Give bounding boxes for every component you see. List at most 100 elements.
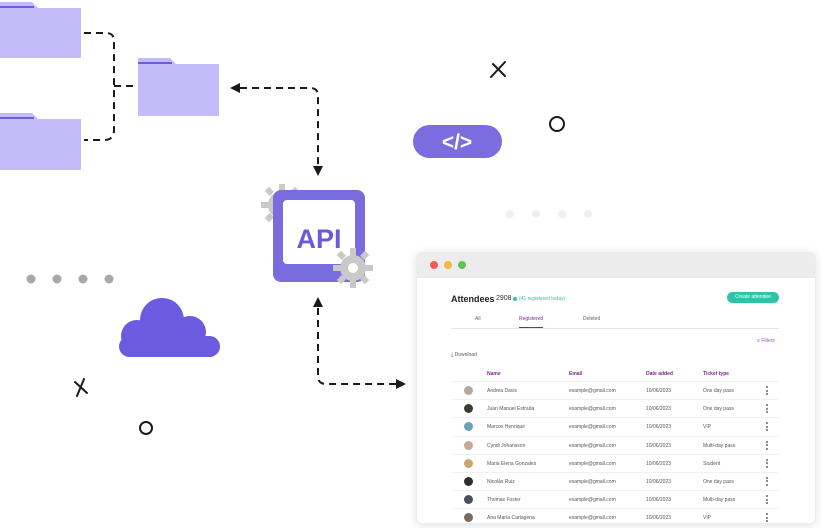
attendee-tabs: All Registered Deleted xyxy=(451,315,779,329)
table-row[interactable]: Ana María Cartagena example@gmail.com 10/0… xyxy=(452,509,779,523)
avatar xyxy=(464,513,473,523)
minimize-window-button[interactable] xyxy=(444,261,452,269)
cloud-icon xyxy=(119,298,220,357)
page-title: Attendees xyxy=(451,294,495,304)
api-block-icon: API xyxy=(261,184,373,288)
row-menu-icon[interactable] xyxy=(765,513,769,523)
attendee-date-added: 10/06/2023 xyxy=(646,442,672,449)
table-row[interactable]: Nicolás Ruiz example@gmail.com 10/06/2023 O… xyxy=(452,473,779,492)
attendee-ticket-type: Multi-day pass xyxy=(703,442,736,449)
column-header-date[interactable]: Date added xyxy=(646,371,673,377)
row-menu-icon[interactable] xyxy=(765,458,769,470)
code-badge-icon: </> xyxy=(413,125,502,158)
attendee-email: example@gmail.com xyxy=(569,442,616,449)
attendee-ticket-type: Student xyxy=(703,460,721,467)
attendee-email: example@gmail.com xyxy=(569,460,616,467)
attendee-name: Thomas Foster xyxy=(487,497,521,504)
attendee-name: Cyndi Johansson xyxy=(487,442,526,449)
filters-button[interactable]: ≡ Filters xyxy=(757,338,775,344)
column-header-name[interactable]: Name xyxy=(487,371,501,377)
row-menu-icon[interactable] xyxy=(765,386,769,397)
attendee-email: example@gmail.com xyxy=(569,406,616,413)
row-menu-icon[interactable] xyxy=(765,495,769,506)
attendee-date-added: 10/06/2023 xyxy=(646,388,672,394)
api-window-arrow xyxy=(313,297,406,389)
attendee-ticket-type: One day pass xyxy=(703,406,734,413)
api-folder-arrow xyxy=(230,83,323,176)
attendee-date-added: 10/06/2023 xyxy=(646,497,672,504)
attendee-ticket-type: VIP xyxy=(703,515,712,522)
avatar xyxy=(464,495,473,505)
attendee-name: Juan Manuel Estrada xyxy=(487,406,535,413)
code-badge-label: </> xyxy=(442,131,472,154)
table-row[interactable]: Thomas Foster example@gmail.com 10/06/2023… xyxy=(452,491,779,510)
table-row[interactable]: Cyndi Johansson example@gmail.com 10/06/20… xyxy=(452,437,779,455)
attendee-count: 2908 xyxy=(496,295,512,302)
column-header-ticket[interactable]: Ticket type xyxy=(703,371,730,377)
attendee-date-added: 10/06/2023 xyxy=(646,424,672,431)
attendees-window: Attendees 2908 (41 registered today) Cre… xyxy=(416,252,816,524)
filter-icon: ≡ xyxy=(757,338,762,344)
registered-today-badge: (41 registered today) xyxy=(513,296,565,302)
attendee-ticket-type: One day pass xyxy=(703,388,734,394)
folder-connector-lines xyxy=(84,32,136,141)
row-menu-icon[interactable] xyxy=(765,440,769,452)
attendee-date-added: 10/06/2023 xyxy=(646,406,672,413)
table-header: Name Email Date added Ticket type xyxy=(452,367,779,382)
window-titlebar xyxy=(417,253,815,278)
attendee-name: Marcos Henrique xyxy=(487,424,526,431)
registered-today-text: (41 registered today) xyxy=(519,296,566,302)
folder-icon xyxy=(0,113,81,170)
download-icon: ⤓ xyxy=(451,352,455,358)
avatar xyxy=(464,422,473,432)
attendees-table: Name Email Date added Ticket type Andrea… xyxy=(452,367,779,523)
table-row[interactable]: Maria Elena Gonzales example@gmail.com 10/… xyxy=(452,455,779,473)
attendee-ticket-type: Multi-day pass xyxy=(703,497,736,504)
api-label: API xyxy=(296,224,341,254)
folder-icon xyxy=(138,58,219,116)
avatar xyxy=(464,440,473,450)
row-menu-icon[interactable] xyxy=(765,422,769,433)
decorative-cross-icon xyxy=(490,61,506,78)
decorative-circle-icon xyxy=(549,116,565,132)
filters-label: Filters xyxy=(761,338,775,344)
attendee-date-added: 10/06/2023 xyxy=(646,460,672,467)
attendee-name: Maria Elena Gonzales xyxy=(487,460,537,467)
avatar xyxy=(464,458,473,468)
tab-registered[interactable]: Registered xyxy=(519,315,544,328)
attendee-date-added: 10/06/2023 xyxy=(646,515,672,522)
attendee-email: example@gmail.com xyxy=(569,515,616,522)
avatar xyxy=(464,404,473,414)
decorative-cross-icon xyxy=(74,378,88,397)
gear-icon xyxy=(333,248,373,288)
tab-all[interactable]: All xyxy=(475,316,481,322)
decorative-dots-icon xyxy=(506,210,592,218)
attendee-email: example@gmail.com xyxy=(569,388,616,394)
table-row[interactable]: Juan Manuel Estrada example@gmail.com 10/0… xyxy=(452,400,779,419)
row-menu-icon[interactable] xyxy=(765,404,769,415)
decorative-circle-icon xyxy=(139,421,153,435)
status-dot-icon xyxy=(513,296,517,301)
create-attendee-button[interactable]: Create attendee xyxy=(727,292,779,303)
close-window-button[interactable] xyxy=(430,261,438,269)
download-label: Download xyxy=(454,352,477,358)
tab-deleted[interactable]: Deleted xyxy=(583,316,601,322)
maximize-window-button[interactable] xyxy=(458,261,466,269)
attendee-ticket-type: One day pass xyxy=(703,478,734,485)
row-menu-icon[interactable] xyxy=(765,476,769,488)
folder-icon xyxy=(0,2,81,58)
attendee-name: Andrea Davis xyxy=(487,388,518,394)
avatar xyxy=(464,476,473,486)
attendee-ticket-type: VIP xyxy=(703,424,712,431)
download-button[interactable]: ⤓ Download xyxy=(451,352,477,358)
table-row[interactable]: Andrea Davis example@gmail.com 10/06/2023 O… xyxy=(452,382,779,401)
attendee-date-added: 10/06/2023 xyxy=(646,478,672,485)
attendee-email: example@gmail.com xyxy=(569,478,616,485)
attendee-name: Nicolás Ruiz xyxy=(487,478,515,485)
attendee-email: example@gmail.com xyxy=(569,497,616,504)
column-header-email[interactable]: Email xyxy=(569,371,583,377)
attendee-name: Ana María Cartagena xyxy=(487,515,535,522)
